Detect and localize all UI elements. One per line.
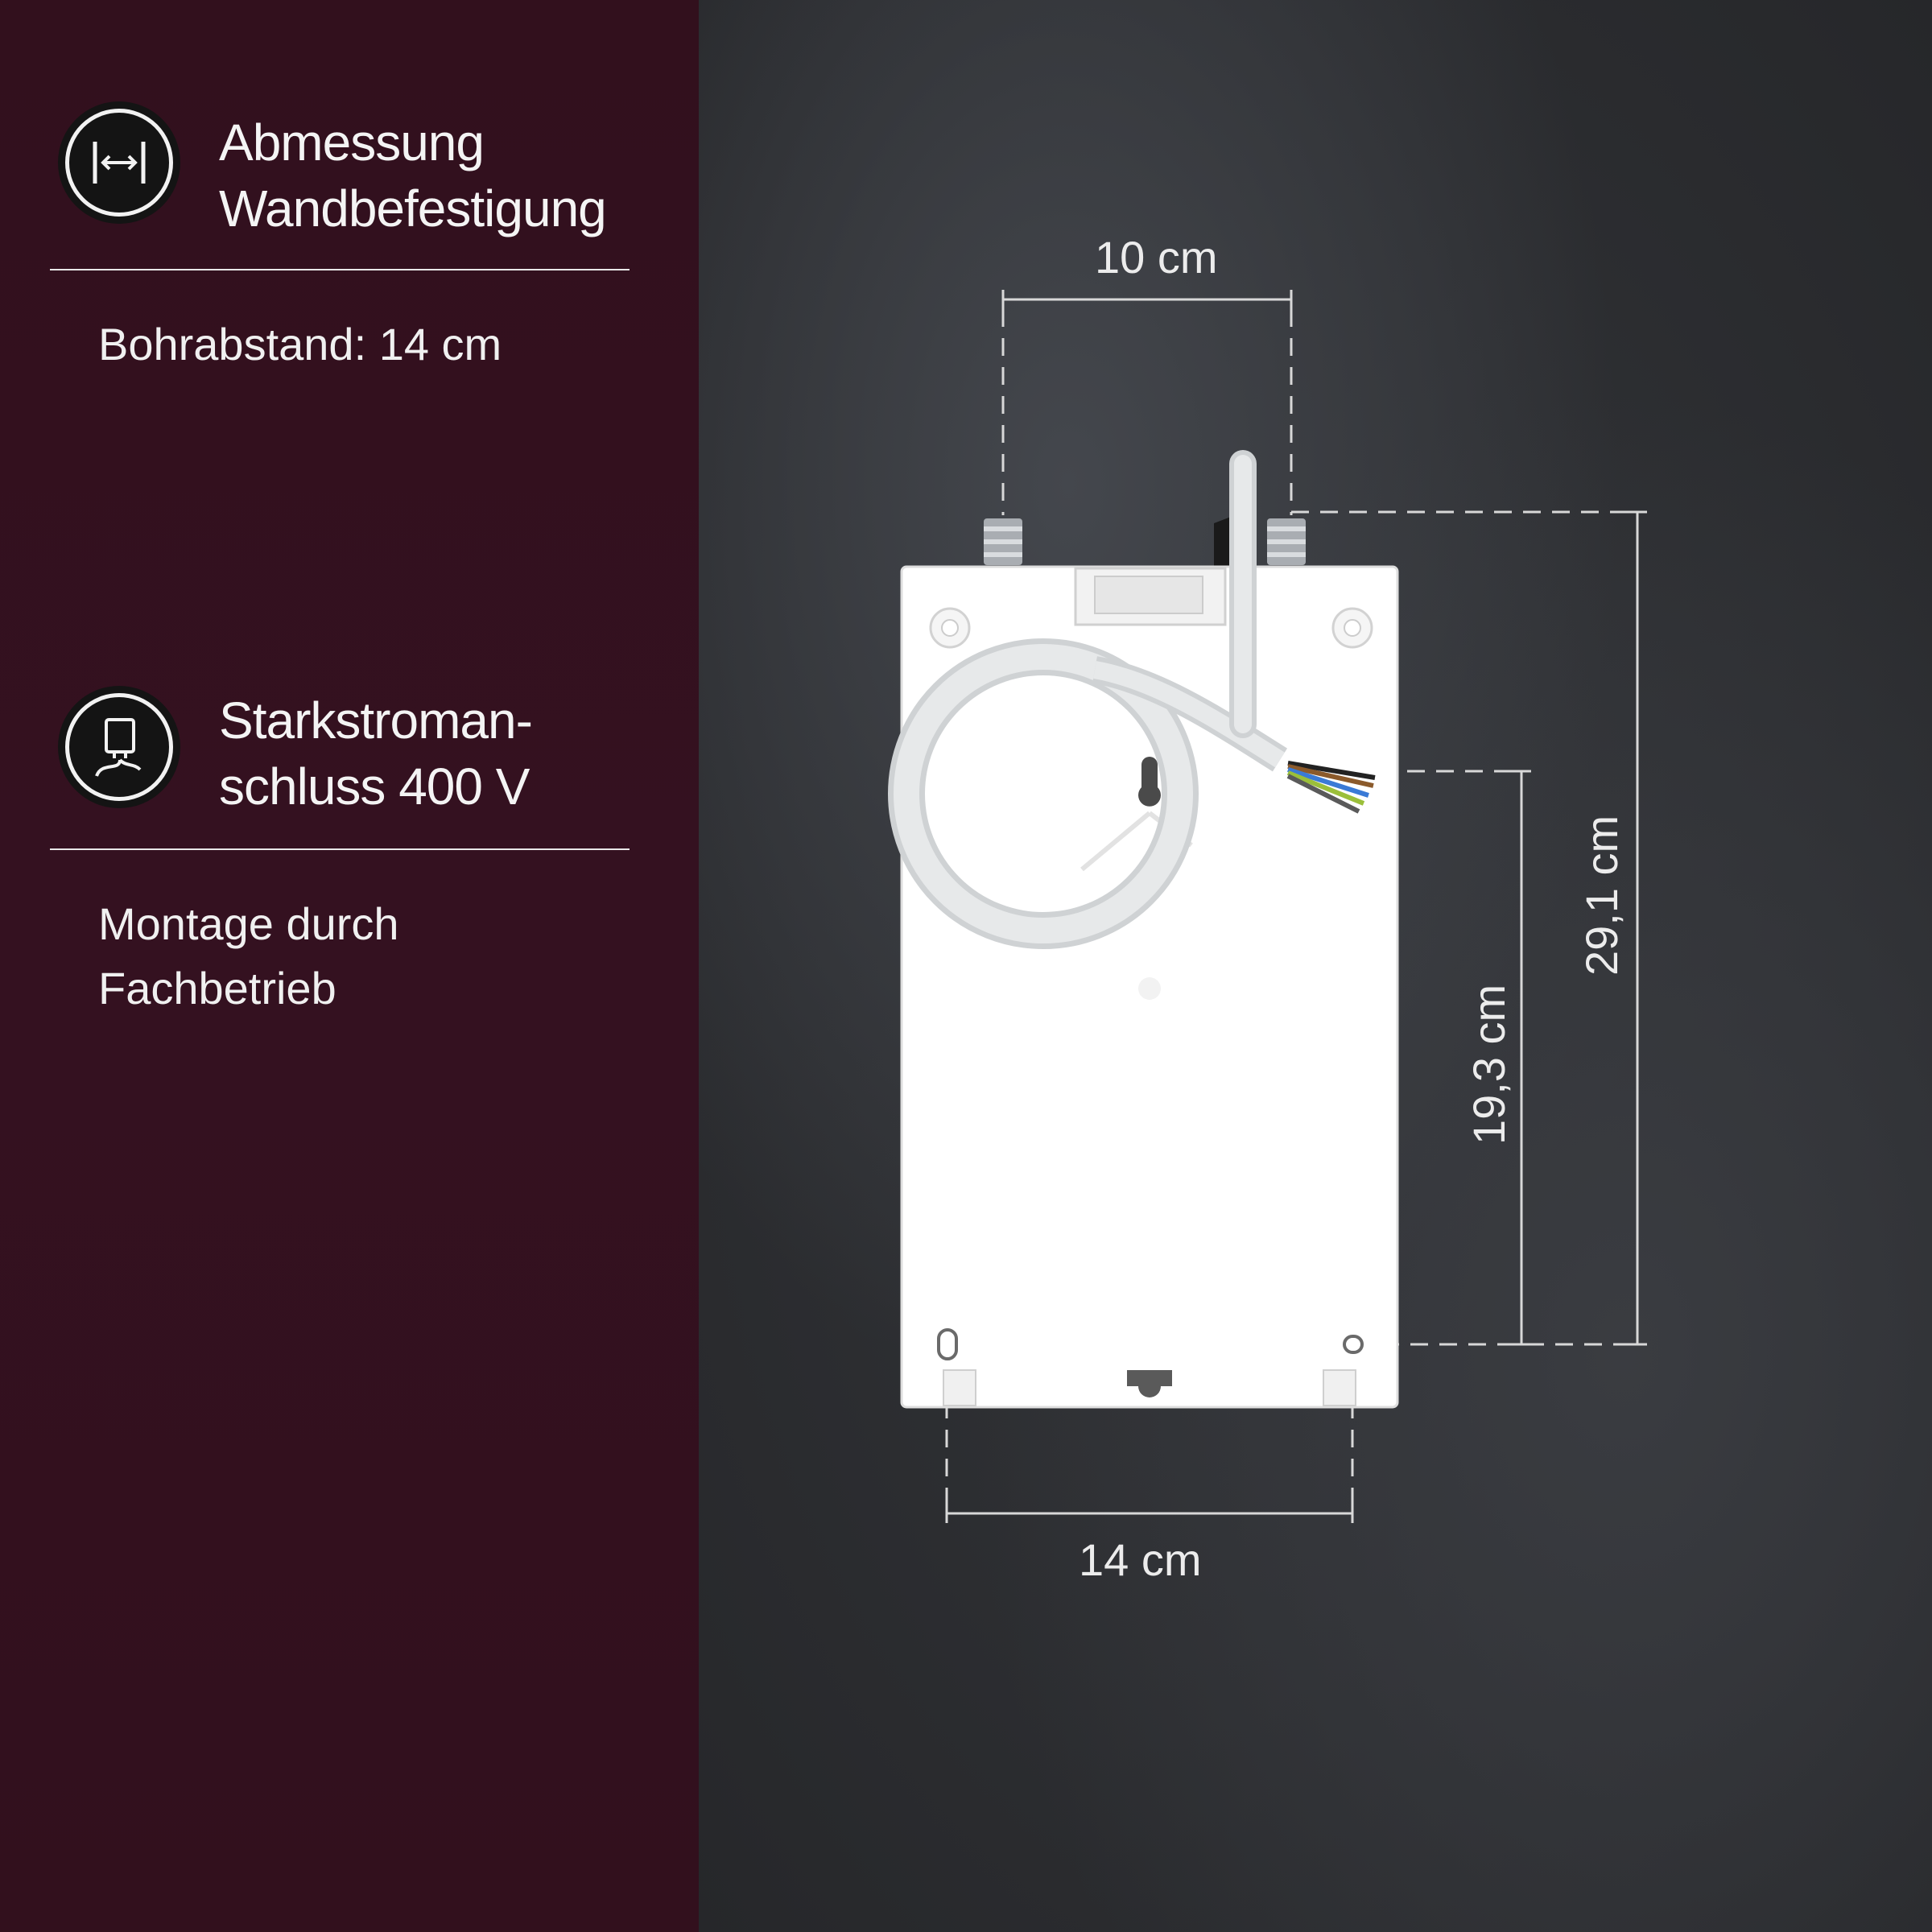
feature-title-line: Abmessung	[219, 114, 485, 171]
feature-title-power: Starkstroman- schluss 400 V	[219, 687, 533, 819]
dimension-label-total-height: 29,1 cm	[1576, 815, 1627, 976]
device-illustration	[888, 290, 1647, 1523]
feature-title-line: Wandbefestigung	[219, 180, 607, 237]
feature-title-line: Starkstroman-	[219, 691, 533, 749]
mounting-slot-bottom-right	[1343, 1335, 1364, 1354]
horizontal-measure-icon	[93, 142, 146, 184]
feature-title-line: schluss 400 V	[219, 758, 530, 815]
section-divider	[50, 848, 630, 850]
feature-description-line: Bohrabstand: 14 cm	[98, 319, 502, 369]
dimension-label-bottom-width: 14 cm	[1079, 1534, 1202, 1585]
feature-description-line: Fachbetrieb	[98, 963, 336, 1013]
section-divider	[50, 269, 630, 270]
dimension-icon-badge	[58, 101, 180, 224]
feature-description-power: Montage durch Fachbetrieb	[98, 892, 399, 1021]
feature-title-dimensions: Abmessung Wandbefestigung	[219, 109, 607, 242]
power-cable	[888, 450, 1376, 949]
left-info-panel: Abmessung Wandbefestigung Bohrabstand: 1…	[0, 0, 699, 1932]
mounting-slot-bottom-left	[937, 1328, 958, 1360]
feature-description-line: Montage durch	[98, 898, 399, 949]
water-connector-right	[1267, 518, 1306, 565]
dimension-label-inner-height: 19,3 cm	[1463, 984, 1514, 1145]
power-icon-badge	[58, 686, 180, 808]
power-connection-icon	[95, 718, 142, 777]
feature-description-dimensions: Bohrabstand: 14 cm	[98, 312, 502, 377]
keyhole-bottom	[1127, 1370, 1172, 1397]
water-connector-left	[984, 518, 1022, 565]
dimension-label-top-width: 10 cm	[1095, 232, 1218, 283]
keyhole-center	[1138, 757, 1162, 807]
